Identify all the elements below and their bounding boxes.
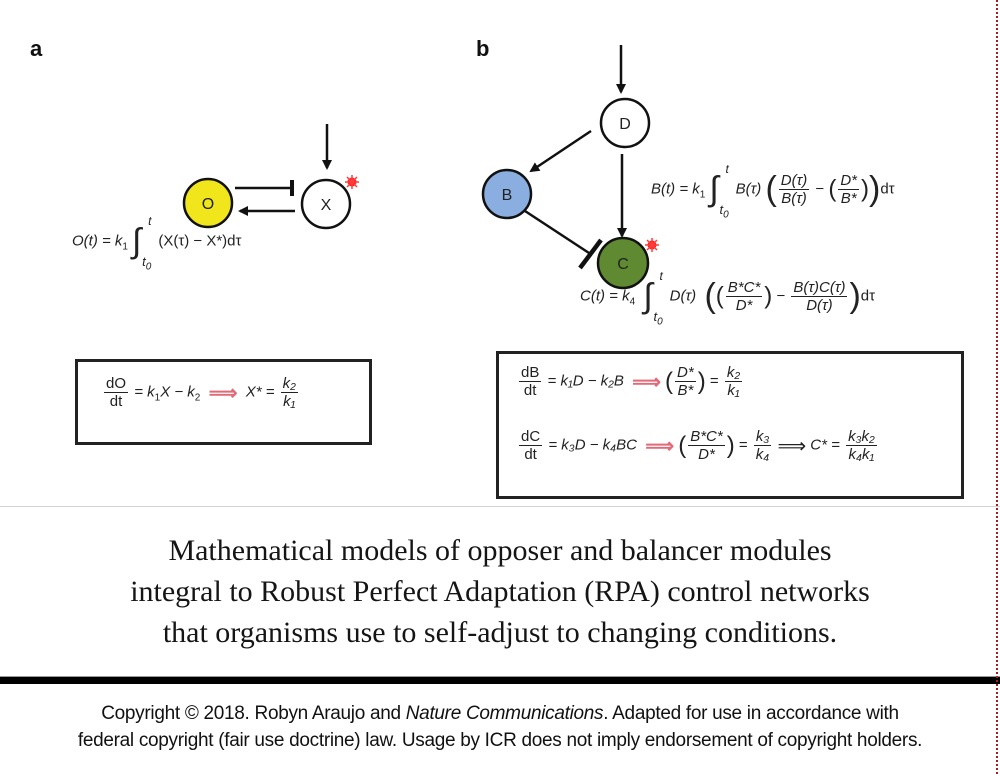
upper-limit: t [148, 214, 152, 228]
implies-arrow-black-icon: ⟹ [777, 435, 807, 458]
node-o-label: O [202, 196, 214, 213]
eq-c-lhs: C(t) = k [580, 287, 630, 305]
fraction-dstar-bstar: D*B* [838, 171, 859, 208]
implies-arrow-icon: ⟹ [208, 382, 238, 405]
fraction-d-over-b: D(τ)B(τ) [778, 171, 810, 208]
caption-line: Mathematical models of opposer and balan… [168, 534, 832, 567]
journal-name: Nature Communications [405, 703, 604, 724]
node-d-label: D [619, 116, 631, 133]
panel-b-label: b [476, 36, 490, 61]
eq-b-factor: B(τ) [735, 180, 762, 198]
rule-divider [0, 676, 1000, 684]
inhibition-edge-b-to-c [524, 209, 590, 255]
eq-b-lhs: B(t) = k [651, 180, 700, 198]
network-diagram: O X D B C [182, 45, 659, 290]
eq-lhs: O(t) = k [72, 232, 123, 250]
implies-arrow-icon: ⟹ [632, 371, 661, 394]
node-b [481, 168, 533, 220]
integrand: (X(τ) − X*)dτ [158, 232, 242, 250]
copyright-line-1: Copyright © 2018. Robyn Araujo and Natur… [101, 703, 899, 724]
eq-lhs-sub: 1 [122, 241, 128, 253]
activation-edge-d-to-b [529, 129, 592, 173]
inhibition-bar-c [578, 238, 603, 270]
marker-star-c [645, 238, 659, 252]
node-d [599, 97, 651, 149]
implies-arrow-icon: ⟹ [645, 435, 675, 458]
rhs-b: X − k [160, 383, 195, 401]
page-edge-border [996, 0, 998, 774]
rhs-a: = k [134, 383, 155, 401]
marker-star-x [345, 175, 359, 189]
eq-c-factor: D(τ) [669, 287, 697, 305]
node-b-label: B [502, 187, 513, 204]
caption-line: that organisms use to self-adjust to cha… [162, 616, 838, 649]
node-c-label: C [617, 256, 629, 273]
copyright-notice: Copyright © 2018. Robyn Araujo and Natur… [0, 700, 1000, 754]
panel-a-label: a [30, 36, 43, 61]
fraction-bt-ct-over-dt: B(τ)C(τ)D(τ) [791, 278, 848, 315]
fraction-bc-over-d: B*C*D* [725, 278, 763, 315]
node-x [300, 178, 352, 230]
lower-limit: t0 [142, 254, 152, 273]
node-x-label: X [321, 197, 332, 214]
node-c [596, 236, 650, 290]
divider [0, 506, 1000, 507]
caption: Mathematical models of opposer and balan… [0, 530, 1000, 653]
node-o [182, 177, 234, 229]
result-lhs: X* = [245, 383, 275, 401]
caption-line: integral to Robust Perfect Adaptation (R… [130, 575, 870, 608]
copyright-line-2: federal copyright (fair use doctrine) la… [77, 730, 923, 751]
